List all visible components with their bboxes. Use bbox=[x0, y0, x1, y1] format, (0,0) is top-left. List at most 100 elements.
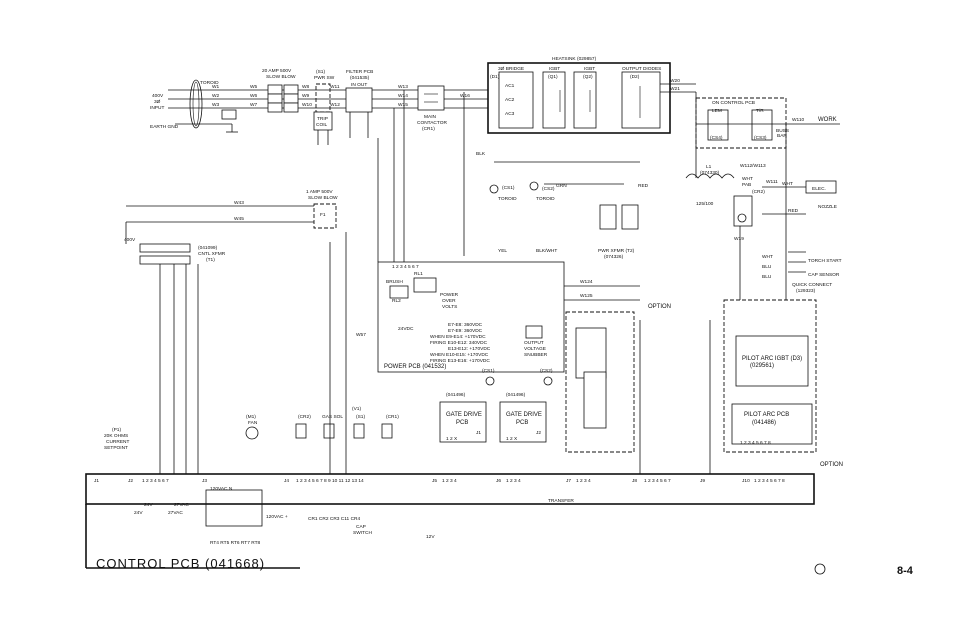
page-footer: 8-4 bbox=[814, 563, 914, 577]
svg-text:BUSS: BUSS bbox=[776, 128, 789, 134]
main-contactor: MAIN CONTACTOR (CR1) W16 bbox=[417, 85, 488, 132]
svg-text:L1: L1 bbox=[706, 164, 712, 170]
svg-text:WHEN E10-E15: +170VDC: WHEN E10-E15: +170VDC bbox=[430, 352, 489, 358]
svg-text:TRIP: TRIP bbox=[317, 116, 328, 122]
svg-text:W16: W16 bbox=[460, 93, 470, 99]
svg-text:12V: 12V bbox=[426, 534, 435, 540]
svg-text:W10: W10 bbox=[302, 102, 312, 108]
svg-text:W6: W6 bbox=[250, 93, 258, 99]
svg-text:COIL: COIL bbox=[316, 122, 328, 128]
svg-text:120VAC +: 120VAC + bbox=[266, 514, 288, 520]
svg-text:24V: 24V bbox=[134, 510, 143, 516]
svg-text:J7: J7 bbox=[566, 478, 571, 484]
svg-text:CNTL XFMR: CNTL XFMR bbox=[198, 251, 226, 257]
svg-text:J6: J6 bbox=[496, 478, 501, 484]
svg-text:RL2: RL2 bbox=[392, 298, 401, 304]
control-transformer: 400V (041099) CNTL XFMR (T1) bbox=[124, 222, 226, 265]
svg-text:SETPOINT: SETPOINT bbox=[104, 445, 128, 451]
cs1-sensor bbox=[489, 184, 499, 194]
svg-text:W111: W111 bbox=[766, 179, 778, 185]
gate-drive-1 bbox=[439, 401, 487, 443]
svg-text:POWER: POWER bbox=[440, 292, 459, 298]
svg-text:W1: W1 bbox=[212, 84, 220, 90]
svg-text:FILTER PCB: FILTER PCB bbox=[346, 69, 373, 75]
svg-text:QUICK CONNECT: QUICK CONNECT bbox=[792, 282, 832, 288]
main-fuses: 20 AMP 500V SLOW BLOW W8 W9 W10 bbox=[262, 68, 312, 113]
input-voltage: 400V bbox=[152, 93, 164, 99]
svg-text:AC3: AC3 bbox=[505, 111, 515, 117]
svg-text:E7-E9: 360VDC: E7-E9: 360VDC bbox=[448, 328, 483, 334]
svg-text:J10: J10 bbox=[742, 478, 750, 484]
svg-text:J2: J2 bbox=[128, 478, 133, 484]
power-switch: (S1) PWR SW TRIP COIL W11 W12 bbox=[300, 69, 346, 145]
svg-text:W112/W113: W112/W113 bbox=[740, 163, 766, 169]
svg-text:AC1: AC1 bbox=[505, 83, 515, 89]
svg-text:TRANSFER: TRANSFER bbox=[548, 498, 574, 504]
svg-text:SNUBBER: SNUBBER bbox=[524, 352, 548, 358]
svg-text:RED: RED bbox=[788, 208, 799, 214]
svg-text:TOROID: TOROID bbox=[536, 196, 555, 202]
svg-text:PILOT ARC IGBT (D3): PILOT ARC IGBT (D3) bbox=[742, 356, 802, 362]
svg-text:(CS1): (CS1) bbox=[482, 368, 495, 374]
input-toroid-inner bbox=[192, 81, 200, 127]
igbt-q2 bbox=[573, 71, 597, 129]
svg-text:CURRENT: CURRENT bbox=[106, 439, 130, 445]
heatsink-outline bbox=[487, 62, 671, 134]
svg-text:CAP: CAP bbox=[356, 524, 366, 530]
svg-text:OUTPUT: OUTPUT bbox=[524, 340, 544, 346]
svg-text:(041496): (041496) bbox=[506, 392, 526, 398]
control-pcb-title: CONTROL PCB (041668) bbox=[96, 556, 265, 571]
svg-text:(S1): (S1) bbox=[356, 414, 365, 420]
torch-connections: ELEC. NOZZLE TORCH START CAP SENSOR QUIC… bbox=[762, 180, 842, 294]
svg-text:IN OUT: IN OUT bbox=[351, 82, 367, 88]
svg-text:(074330): (074330) bbox=[700, 170, 720, 176]
input-toroid bbox=[189, 79, 203, 129]
svg-text:RT4 RT5 RT6 RT7 RT8: RT4 RT5 RT6 RT7 RT8 bbox=[210, 540, 261, 546]
svg-text:J5: J5 bbox=[432, 478, 437, 484]
svg-text:OPTION: OPTION bbox=[648, 304, 671, 310]
svg-text:YEL: YEL bbox=[498, 248, 507, 254]
svg-text:BLU: BLU bbox=[762, 274, 772, 280]
svg-text:W21: W21 bbox=[670, 86, 680, 92]
svg-text:BLK: BLK bbox=[476, 151, 486, 157]
svg-text:J3: J3 bbox=[202, 478, 207, 484]
svg-text:(041486): (041486) bbox=[752, 420, 776, 426]
svg-text:RED: RED bbox=[638, 183, 649, 189]
input-phase: 3Ø bbox=[154, 99, 161, 105]
svg-text:400V: 400V bbox=[124, 237, 136, 243]
svg-text:RL1: RL1 bbox=[414, 271, 423, 277]
svg-text:F1: F1 bbox=[320, 212, 326, 218]
output-diodes bbox=[621, 71, 661, 129]
svg-text:IGBT: IGBT bbox=[584, 66, 595, 72]
svg-text:(CS2): (CS2) bbox=[540, 368, 553, 374]
svg-text:3Ø BRIDGE: 3Ø BRIDGE bbox=[498, 66, 524, 72]
igbt-q1 bbox=[542, 71, 566, 129]
svg-text:OPTION: OPTION bbox=[820, 462, 843, 468]
svg-text:W125: W125 bbox=[580, 293, 593, 299]
power-pcb: 1 2 3 4 5 6 7 BRUSH RL1 RL2 POWER OVER V… bbox=[356, 261, 640, 373]
svg-text:WHT: WHT bbox=[742, 176, 753, 182]
svg-text:CR1 CR2 CR3 C11 CR: CR1 CR2 CR3 C11 CR4 bbox=[308, 516, 360, 522]
svg-text:BLU: BLU bbox=[762, 264, 772, 270]
svg-text:20 AMP 500V: 20 AMP 500V bbox=[262, 68, 292, 74]
svg-text:ELEC.: ELEC. bbox=[812, 186, 826, 192]
svg-text:20K OHMS: 20K OHMS bbox=[104, 433, 128, 439]
svg-text:27VAC: 27VAC bbox=[174, 502, 189, 508]
current-sensors: (CS1) TOROID (CS2) TOROID BLK GRN YEL BL… bbox=[463, 92, 649, 260]
svg-text:PAB: PAB bbox=[742, 182, 751, 188]
svg-text:W12: W12 bbox=[330, 102, 340, 108]
svg-text:AC2: AC2 bbox=[505, 97, 515, 103]
svg-text:W3: W3 bbox=[212, 102, 220, 108]
svg-text:W8: W8 bbox=[302, 84, 310, 90]
svg-text:OVER: OVER bbox=[442, 298, 456, 304]
svg-text:LEM: LEM bbox=[712, 108, 722, 114]
svg-text:BAR: BAR bbox=[777, 133, 787, 139]
svg-text:TORCH START: TORCH START bbox=[808, 258, 842, 264]
svg-text:W2: W2 bbox=[212, 93, 220, 99]
svg-text:J1: J1 bbox=[94, 478, 99, 484]
svg-text:TOROID: TOROID bbox=[498, 196, 517, 202]
language-icon bbox=[814, 563, 826, 575]
svg-text:1 2 3 4: 1 2 3 4 bbox=[576, 478, 591, 484]
power-pcb-outline bbox=[377, 261, 565, 373]
